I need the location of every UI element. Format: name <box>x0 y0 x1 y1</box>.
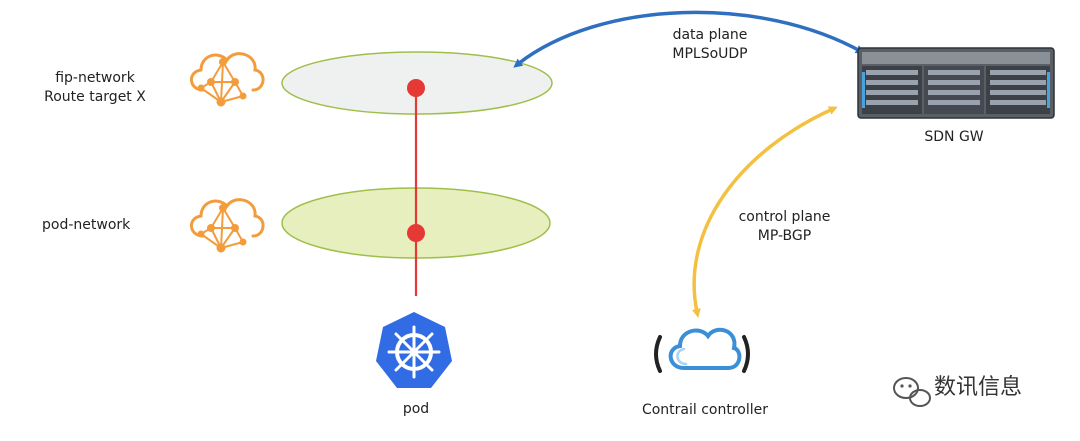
contrail-controller-icon <box>654 327 750 373</box>
fip-attachment-point <box>407 79 425 97</box>
data-plane-arrow <box>513 10 865 68</box>
watermark-text: 数讯信息 <box>934 375 1023 400</box>
data-plane-title: data plane <box>672 27 748 43</box>
pod-network-icon <box>189 198 265 254</box>
fip-network-icon <box>189 52 265 108</box>
data-plane-label: data plane MPLSoUDP <box>650 26 770 64</box>
pod-label: pod <box>402 401 430 417</box>
watermark-chat-icon <box>893 377 931 407</box>
sdn-gateway-router-icon <box>857 47 1055 119</box>
fip-network-route-target: Route target X <box>44 89 146 105</box>
contrail-controller-label: Contrail controller <box>641 402 769 418</box>
pod-attachment-point <box>407 224 425 242</box>
pod-network-label: pod-network <box>42 217 131 233</box>
control-plane-title: control plane <box>738 209 831 225</box>
control-plane-protocol: MP-BGP <box>757 228 812 244</box>
control-plane-label: control plane MP-BGP <box>722 208 847 246</box>
fip-network-label: fip-network Route target X <box>20 69 170 107</box>
data-plane-protocol: MPLSoUDP <box>672 46 748 62</box>
kubernetes-pod-icon <box>376 312 452 388</box>
fip-network-name: fip-network <box>55 70 135 86</box>
control-plane-arrow <box>691 106 838 318</box>
sdn-gateway-label: SDN GW <box>924 129 984 145</box>
